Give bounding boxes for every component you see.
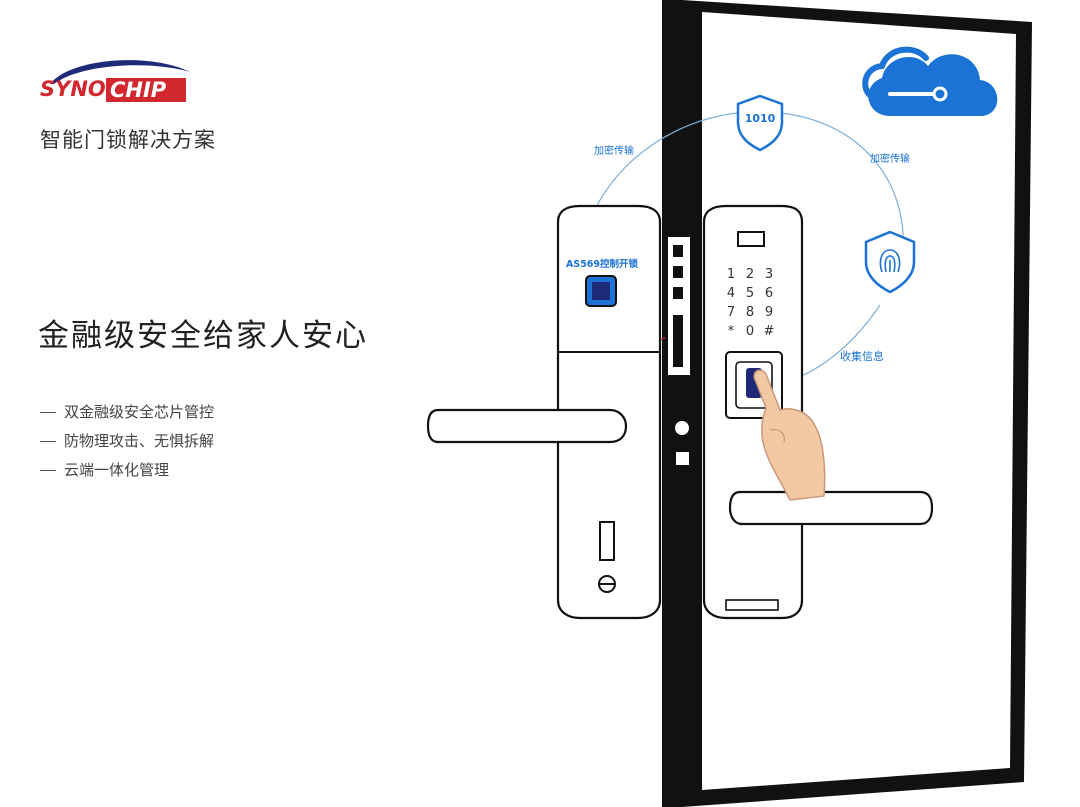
shield-code: 1010 xyxy=(745,112,776,125)
feature-text: 双金融级安全芯片管控 xyxy=(64,403,215,421)
outer-handle xyxy=(728,490,934,526)
key: 5 xyxy=(746,286,754,301)
key: 9 xyxy=(765,305,773,320)
key: # xyxy=(764,324,775,339)
key: 2 xyxy=(746,267,754,282)
synochip-logo: SYNO CHIP xyxy=(40,60,190,102)
logo-swoosh xyxy=(50,60,190,84)
collect-label: 收集信息 xyxy=(840,349,884,363)
logo-text-right: CHIP xyxy=(110,78,167,102)
keypad: 1 2 3 4 5 6 7 8 9 * 0 # xyxy=(727,267,775,339)
latch-slot xyxy=(673,245,683,257)
logo-text-left: SYNO xyxy=(40,77,106,101)
door-edge xyxy=(662,0,682,807)
key: 8 xyxy=(746,305,754,320)
door-square-hole xyxy=(676,452,689,465)
key: 7 xyxy=(727,305,735,320)
encrypt-label-right: 加密传输 xyxy=(870,152,910,165)
key: 0 xyxy=(746,324,754,339)
sensor-window xyxy=(737,231,765,247)
battery-slot xyxy=(725,599,779,611)
feature-text: 云端一体化管理 xyxy=(64,461,170,479)
headline: 金融级安全给家人安心 xyxy=(38,318,368,354)
feature-item: 云端一体化管理 xyxy=(40,456,214,485)
feature-list: 双金融级安全芯片管控 防物理攻击、无惧拆解 云端一体化管理 xyxy=(40,398,214,485)
feature-text: 防物理攻击、无惧拆解 xyxy=(64,432,215,450)
hand-icon xyxy=(753,369,826,501)
knob-slot xyxy=(599,521,615,561)
cloud-icon xyxy=(862,46,998,116)
inner-handle xyxy=(426,408,628,444)
door-hole xyxy=(675,421,689,435)
fingerprint-shield-icon xyxy=(864,230,916,294)
dash-icon xyxy=(40,412,56,413)
data-shield-icon: 1010 xyxy=(736,94,784,152)
chip-label: AS569控制开锁 xyxy=(566,258,639,270)
key: 1 xyxy=(727,267,735,282)
latch-bolt xyxy=(673,315,683,367)
latch-slot xyxy=(673,266,683,278)
dash-icon xyxy=(40,441,56,442)
encrypt-label-left: 加密传输 xyxy=(594,144,634,157)
feature-item: 双金融级安全芯片管控 xyxy=(40,398,214,427)
subtitle: 智能门锁解决方案 xyxy=(40,128,216,152)
latch-slot xyxy=(673,287,683,299)
chip-core xyxy=(592,282,610,300)
dash-icon xyxy=(40,470,56,471)
feature-item: 防物理攻击、无惧拆解 xyxy=(40,427,214,456)
smart-lock-illustration: 1010 加密传输 加密传输 收集信息 AS569控制开锁 1 2 3 4 5 … xyxy=(426,0,1032,807)
key: * xyxy=(728,324,735,339)
key: 4 xyxy=(727,286,735,301)
key: 6 xyxy=(765,286,773,301)
key: 3 xyxy=(765,267,773,282)
logo-red-box xyxy=(106,78,186,102)
